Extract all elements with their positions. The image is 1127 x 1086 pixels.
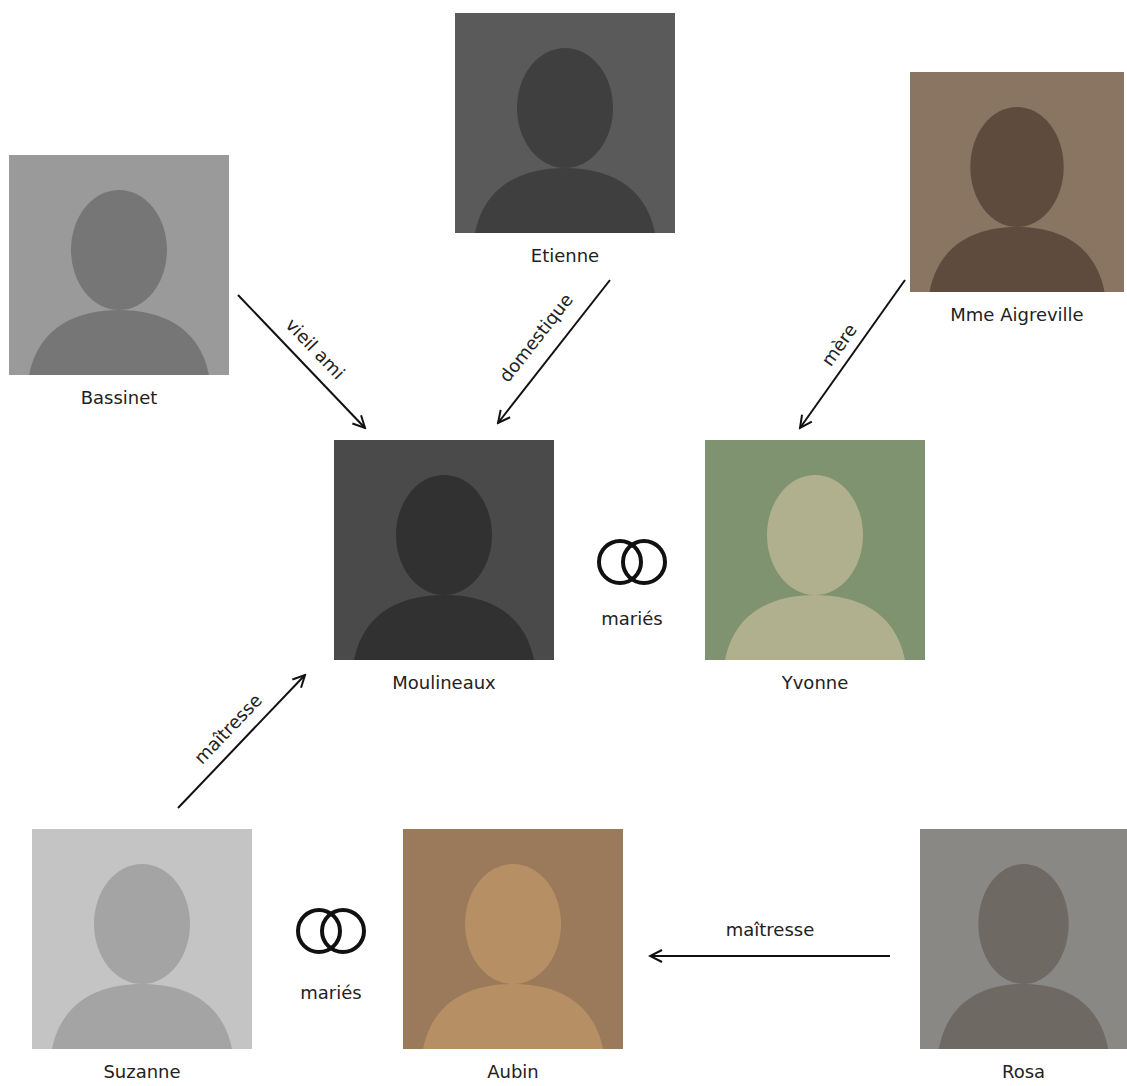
character-name: Rosa: [920, 1061, 1127, 1083]
relation-arrow: [800, 280, 905, 428]
portrait-photo: [705, 440, 925, 660]
character-name: Mme Aigreville: [910, 304, 1124, 326]
character-card: Suzanne: [32, 829, 252, 1083]
character-name: Etienne: [455, 245, 675, 267]
character-card: Moulineaux: [334, 440, 554, 694]
character-name: Bassinet: [9, 387, 229, 409]
relation-arrow: [178, 675, 305, 808]
portrait-silhouette: [9, 155, 229, 375]
portrait-photo: [455, 13, 675, 233]
character-card: Yvonne: [705, 440, 925, 694]
relation-label: maîtresse: [189, 688, 269, 770]
marriage-label: mariés: [599, 608, 664, 630]
portrait-silhouette: [32, 829, 252, 1049]
relation-label: maîtresse: [724, 919, 817, 941]
portrait-silhouette: [403, 829, 623, 1049]
relation-arrow: [238, 295, 365, 428]
character-card: Aubin: [403, 829, 623, 1083]
relation-label: mère: [816, 318, 863, 372]
character-card: Bassinet: [9, 155, 229, 409]
portrait-silhouette: [920, 829, 1127, 1049]
character-name: Moulineaux: [334, 672, 554, 694]
character-card: Rosa: [920, 829, 1127, 1083]
portrait-photo: [910, 72, 1124, 292]
wedding-rings: [298, 910, 364, 952]
character-name: Suzanne: [32, 1061, 252, 1083]
character-name: Aubin: [403, 1061, 623, 1083]
portrait-photo: [920, 829, 1127, 1049]
relation-arrow: [650, 955, 890, 957]
portrait-photo: [403, 829, 623, 1049]
portrait-silhouette: [455, 13, 675, 233]
portrait-photo: [32, 829, 252, 1049]
portrait-silhouette: [705, 440, 925, 660]
wedding-rings: [599, 541, 665, 583]
marriage-label: mariés: [298, 982, 363, 1004]
portrait-silhouette: [334, 440, 554, 660]
portrait-photo: [9, 155, 229, 375]
character-card: Etienne: [455, 13, 675, 267]
character-card: Mme Aigreville: [910, 72, 1124, 326]
character-name: Yvonne: [705, 672, 925, 694]
portrait-silhouette: [910, 72, 1124, 292]
portrait-photo: [334, 440, 554, 660]
